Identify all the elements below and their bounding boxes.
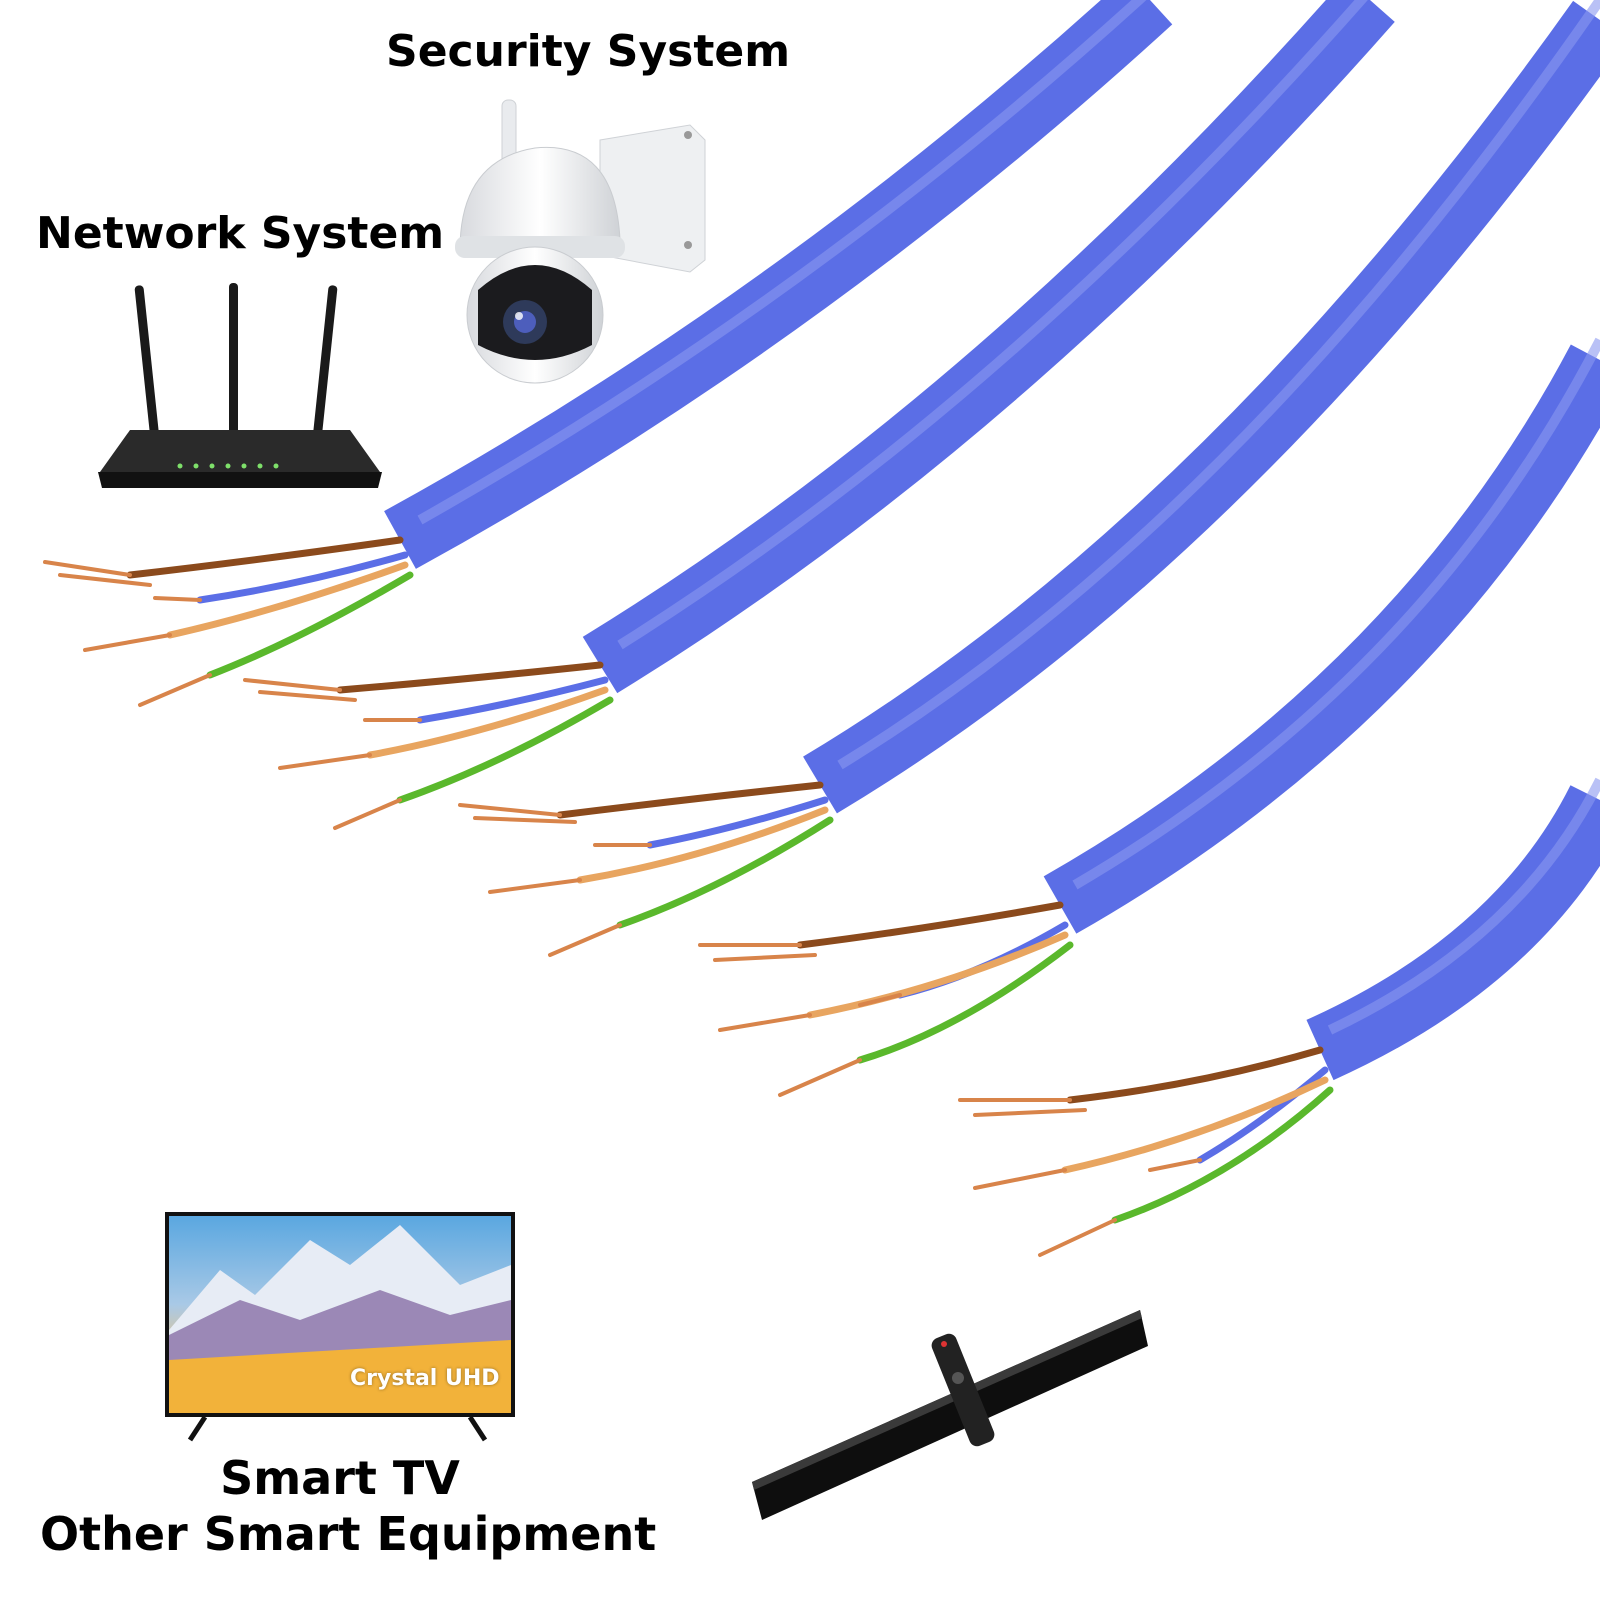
wires-2 [243,661,614,830]
router-icon [98,283,382,488]
label-smart-tv-line2: Other Smart Equipment [40,1507,657,1561]
remote-icon [931,1333,995,1447]
smart-tv-icon [165,1212,515,1442]
cable-5 [1306,777,1600,1081]
label-network-system: Network System [36,208,445,259]
label-security-system: Security System [386,26,791,77]
cable-1 [384,0,1173,569]
wires-3 [458,781,834,957]
wires-5 [958,1046,1334,1257]
security-camera-icon [455,99,706,384]
soundbar-icon [752,1310,1148,1520]
cable-4 [1043,337,1600,934]
tv-brand-text: Crystal UHD [350,1366,500,1391]
label-smart-tv: Smart TV Other Smart Equipment [40,1450,657,1562]
cable-2 [582,0,1395,694]
wires-1 [43,536,414,707]
label-smart-tv-line1: Smart TV [220,1451,460,1505]
cable-3 [803,0,1600,814]
wires-4 [698,901,1074,1097]
